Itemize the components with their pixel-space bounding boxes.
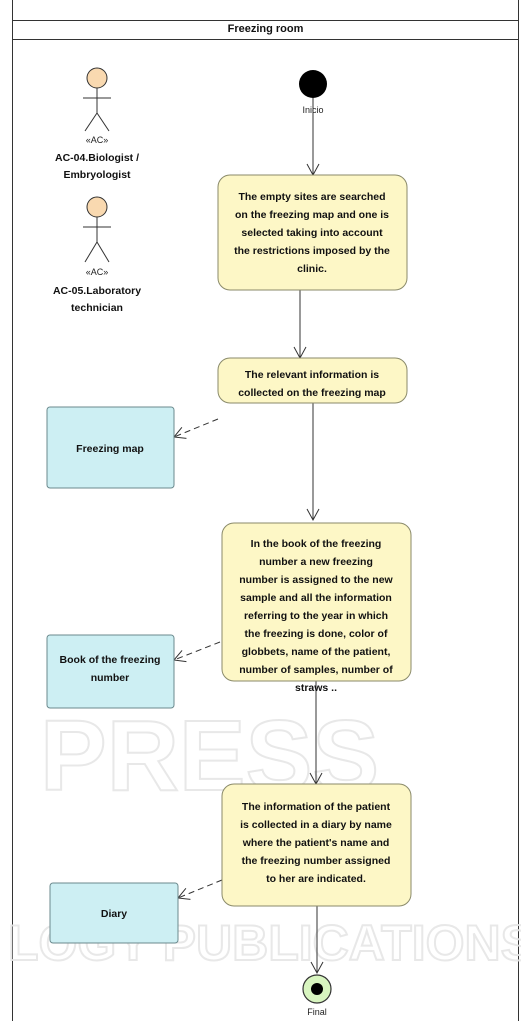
object-label: number <box>91 672 130 684</box>
activity-text-line: where the patient's name and <box>242 837 390 849</box>
activity-box <box>217 357 408 404</box>
actor-name-line: AC-05.Laboratory <box>53 285 141 297</box>
actor-head <box>86 196 108 218</box>
object-flow-arrow <box>173 641 221 663</box>
object-book-freezing-number: Book of the freezing number <box>46 634 175 709</box>
swimlane-title-bar <box>12 20 519 40</box>
activity-text-line: collected on the freezing map <box>238 387 386 399</box>
actor-left-leg <box>84 241 98 263</box>
actor-name-line: Embryologist <box>63 169 131 181</box>
activity-text-line: In the book of the freezing <box>251 538 382 550</box>
activity-text-line: referring to the year in which <box>244 610 388 622</box>
object-box <box>46 634 175 709</box>
object-flow-arrow <box>173 418 219 439</box>
object-label: Freezing map <box>76 443 144 455</box>
swimlane-title: Freezing room <box>227 23 304 35</box>
actor-head <box>86 67 108 89</box>
activity-text-line: clinic. <box>297 263 327 275</box>
activity-text-line: selected taking into account <box>241 227 383 239</box>
activity-text-line: to her are indicated. <box>266 873 366 885</box>
activity-search-empty-sites: The empty sites are searched on the free… <box>217 174 408 291</box>
activity-text-line: on the freezing map and one is <box>235 209 389 221</box>
activity-box <box>221 522 412 682</box>
actor-stereotype: «AC» <box>86 267 109 277</box>
activity-text-line: the freezing number assigned <box>242 855 391 867</box>
activity-box <box>217 174 408 291</box>
object-label: Book of the freezing <box>60 654 161 666</box>
activity-collect-in-diary: The information of the patient is collec… <box>221 783 412 907</box>
activity-box <box>221 783 412 907</box>
actor-right-leg <box>96 241 110 263</box>
activity-text-line: number of samples, number of <box>239 664 393 676</box>
activity-text-line: sample and all the information <box>240 592 392 604</box>
final-node-inner <box>311 983 323 995</box>
activity-text-line: number a new freezing <box>259 556 373 568</box>
activity-text-line: The empty sites are searched <box>238 191 385 203</box>
activity-text-line: globbets, name of the patient, <box>242 646 391 658</box>
actor-biologist: «AC» AC-04.Biologist / Embryologist <box>55 67 139 181</box>
actor-left-leg <box>84 112 98 132</box>
activity-text-line: the restrictions imposed by the <box>234 245 390 257</box>
actor-lab-technician: «AC» AC-05.Laboratory technician <box>53 196 141 314</box>
object-flow-arrow <box>177 879 223 900</box>
swimlane-frame <box>12 0 519 1021</box>
activity-text-line: the freezing is done, color of <box>245 628 388 640</box>
actor-right-leg <box>96 112 110 132</box>
initial-node <box>299 70 327 98</box>
object-box <box>49 882 179 944</box>
final-node-label: Final <box>307 1007 327 1017</box>
actor-name-line: technician <box>71 302 123 314</box>
activity-text-line: straws .. <box>295 682 337 694</box>
activity-text-line: The relevant information is <box>245 369 379 381</box>
activity-text-line: number is assigned to the new <box>239 574 393 586</box>
activity-assign-freezing-number: In the book of the freezing number a new… <box>221 522 412 694</box>
activity-collect-info: The relevant information is collected on… <box>217 357 408 404</box>
activity-text-line: is collected in a diary by name <box>240 819 392 831</box>
object-box <box>46 406 175 489</box>
activity-text-line: The information of the patient <box>242 801 391 813</box>
actor-name-line: AC-04.Biologist / <box>55 152 139 164</box>
actor-stereotype: «AC» <box>86 135 109 145</box>
object-label: Diary <box>101 908 127 920</box>
object-freezing-map: Freezing map <box>46 406 175 489</box>
object-diary: Diary <box>49 882 179 944</box>
